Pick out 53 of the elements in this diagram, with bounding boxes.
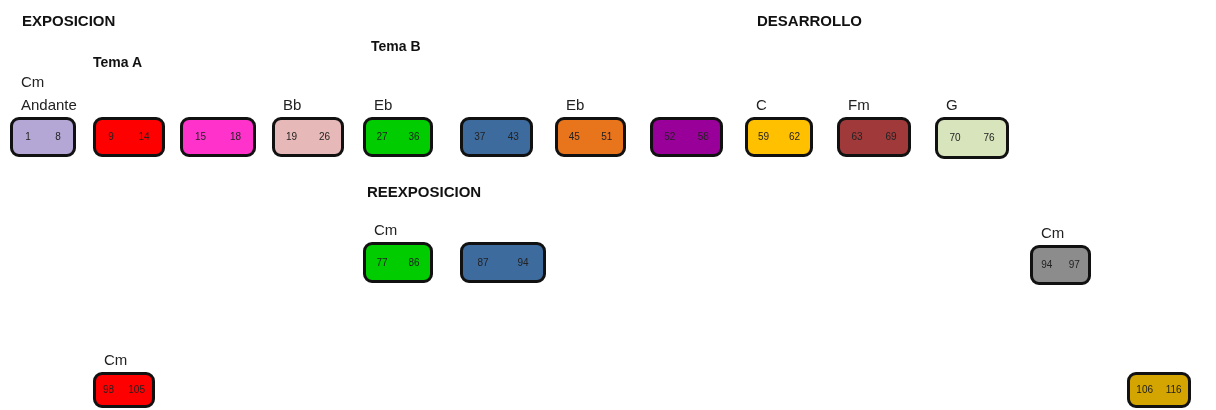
section-heading: DESARROLLO xyxy=(757,12,862,29)
measure-number: 76 xyxy=(983,133,995,143)
measure-number: 27 xyxy=(376,132,388,142)
measure-number: 69 xyxy=(885,132,897,142)
section-heading: Tema A xyxy=(93,54,142,70)
measure-number: 86 xyxy=(408,257,420,268)
measure-number: 9 xyxy=(108,132,114,142)
measure-number: 98 xyxy=(103,385,115,395)
measure-number: 51 xyxy=(601,132,613,142)
key-label: Eb xyxy=(374,94,393,115)
measure-number: 36 xyxy=(408,132,420,142)
measure-number: 77 xyxy=(376,257,388,268)
key-label: G xyxy=(946,94,958,115)
measure-number: 15 xyxy=(194,132,207,142)
measure-number: 70 xyxy=(949,133,961,143)
measure-number: 105 xyxy=(128,385,145,395)
section-heading: Tema B xyxy=(371,38,421,54)
measure-box xyxy=(1127,372,1191,408)
measure-number: 116 xyxy=(1165,385,1182,395)
measure-number: 63 xyxy=(851,132,863,142)
key-label: C xyxy=(756,94,767,115)
measure-number: 87 xyxy=(477,257,489,268)
measure-number: 62 xyxy=(788,132,801,142)
key-label: Eb xyxy=(566,94,585,115)
measure-number: 18 xyxy=(229,132,242,142)
key-label: Bb xyxy=(283,94,302,115)
measure-number: 19 xyxy=(285,132,298,142)
measure-box xyxy=(650,117,723,157)
measure-box xyxy=(460,242,546,283)
measure-number: 106 xyxy=(1136,385,1153,395)
measure-number: 94 xyxy=(1041,260,1053,270)
section-heading: EXPOSICION xyxy=(22,12,116,29)
measure-box xyxy=(180,117,256,157)
measure-number: 26 xyxy=(318,132,331,142)
key-label: Cm xyxy=(104,349,128,370)
measure-box xyxy=(93,117,165,157)
measure-number: 8 xyxy=(55,132,61,142)
key-label: Fm xyxy=(848,94,870,115)
key-label: Cm xyxy=(374,219,398,240)
measure-number: 37 xyxy=(474,132,486,142)
measure-number: 94 xyxy=(517,257,529,268)
measure-number: 14 xyxy=(138,132,150,142)
key-label: Cm Andante xyxy=(21,72,77,115)
section-heading: REEXPOSICION xyxy=(367,183,482,200)
key-label: Cm xyxy=(1041,222,1065,243)
measure-number: 52 xyxy=(664,132,676,142)
measure-number: 45 xyxy=(568,132,580,142)
measure-number: 1 xyxy=(25,132,31,142)
measure-number: 59 xyxy=(757,132,770,142)
measure-box xyxy=(460,117,533,157)
measure-number: 97 xyxy=(1068,260,1080,270)
measure-number: 43 xyxy=(507,132,519,142)
measure-number: 58 xyxy=(697,132,709,142)
